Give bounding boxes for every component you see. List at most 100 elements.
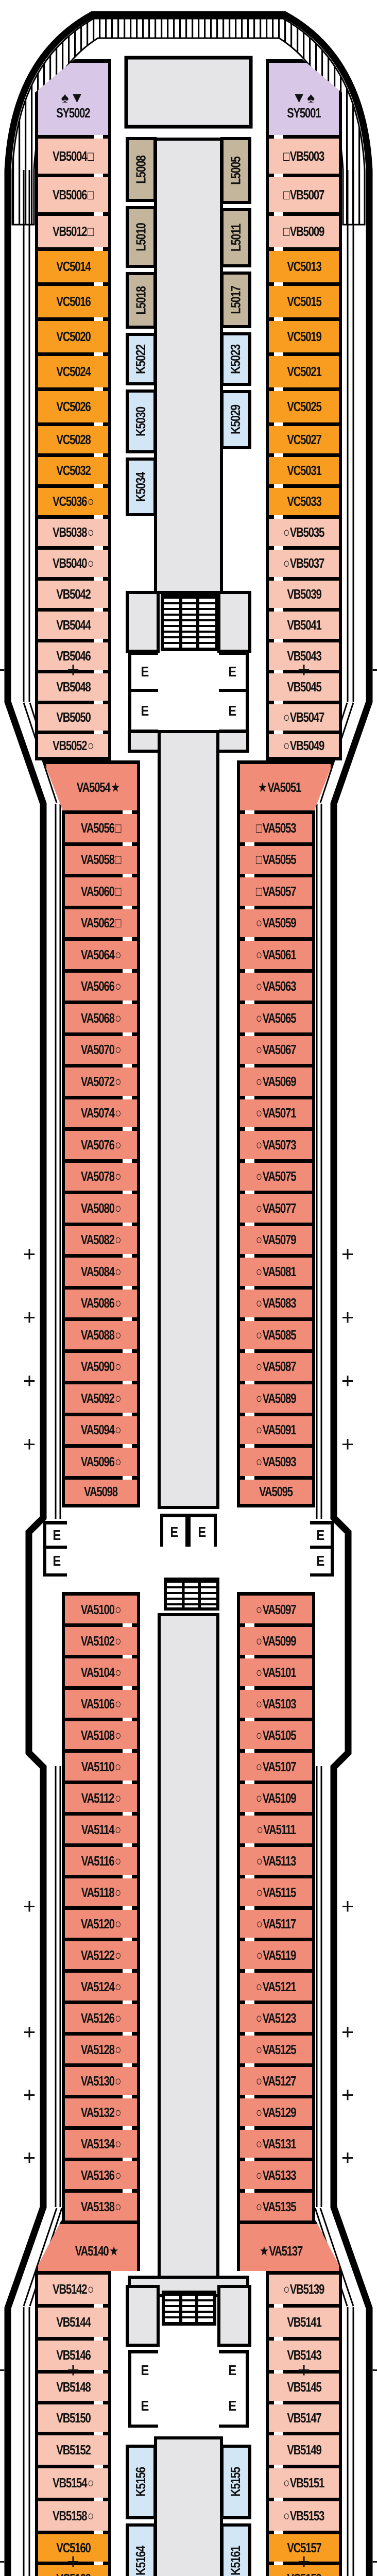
cabin-label-text: VA5066	[81, 978, 115, 994]
connecting-rooms-symbol: +	[23, 1894, 36, 1918]
cabin-label: VB5141	[287, 2314, 321, 2330]
cabin-l5017: L5017	[220, 272, 251, 328]
cabin-label: VA5084○	[81, 1264, 122, 1280]
connecting-rooms-symbol: +	[341, 2082, 354, 2107]
cabin-label: VC5015	[287, 294, 321, 310]
cabin-label-text: VB5154	[53, 2475, 88, 2490]
cabin-va5127: ○VA5127	[237, 2063, 315, 2095]
cabin-label: VB5042	[56, 586, 91, 602]
door-gap	[94, 282, 103, 286]
cabin-label: VB5147	[287, 2410, 321, 2426]
door-gap	[123, 1444, 132, 1448]
cabin-symbol: ○	[256, 1073, 262, 1089]
cabin-symbol: ○	[256, 1390, 262, 1406]
cabin-vb5153: ○VB5153	[266, 2498, 342, 2531]
cabin-k5161: K5161	[220, 2523, 251, 2576]
door-gap	[245, 2126, 254, 2130]
cabin-label-text: K5164	[133, 2546, 149, 2575]
cabin-symbol: ○	[88, 494, 94, 509]
connecting-rooms-symbol: +	[297, 657, 311, 682]
cabin-symbol: ○	[88, 737, 94, 753]
cabin-label: ○VA5089	[256, 1390, 297, 1406]
connecting-rooms-symbol: +	[372, 659, 377, 681]
cabin-label-text: VA5068	[81, 1010, 115, 1026]
cabin-label: VB5150	[56, 2410, 91, 2426]
door-gap	[94, 2562, 103, 2565]
door-gap	[245, 1032, 254, 1036]
cabin-symbol: ○	[115, 2041, 122, 2057]
cabin-vb5142: VB5142○	[35, 2271, 111, 2304]
cabin-label: VB5039	[287, 586, 321, 602]
cabin-label: VB5148	[56, 2379, 91, 2395]
cabin-label-text: VA5130	[81, 2073, 115, 2089]
cabin-label-text: VA5080	[81, 1200, 115, 1216]
cabin-label: VA5086○	[81, 1295, 122, 1311]
door-gap	[274, 212, 283, 216]
cabin-label-text: VB5147	[286, 2410, 321, 2426]
cabin-label-text: VA5104	[81, 1664, 115, 1680]
cabin-label-text: VB5151	[290, 2475, 324, 2490]
door-gap	[94, 701, 103, 704]
cabin-symbol: ○	[256, 1327, 262, 1343]
door-gap	[245, 1843, 254, 1847]
cabin-vc5025: VC5025	[266, 387, 342, 422]
cabin-symbol: ○	[115, 1633, 122, 1649]
cabin-symbol: ○	[115, 2198, 122, 2214]
cabin-va5059: ○VA5059	[237, 905, 315, 937]
cabin-va5102: VA5102○	[62, 1623, 140, 1655]
cabin-label-text: VC5014	[56, 259, 91, 274]
cabin-vb5006: VB5006□	[35, 174, 111, 212]
cabin-label-text: K5034	[133, 472, 149, 502]
cabin-l5005: L5005	[220, 137, 251, 204]
cabin-label: VC5021	[287, 364, 321, 380]
cabin-label: VB5142○	[53, 2281, 94, 2297]
cabin-symbol: ○	[256, 2104, 262, 2120]
cabin-va5107: ○VA5107	[237, 1749, 315, 1781]
door-gap	[94, 670, 103, 673]
cabin-label-text: VB5143	[286, 2347, 321, 2363]
door-gap	[245, 2063, 254, 2067]
cabin-label-text: VA5067	[262, 1042, 297, 1058]
cabin-symbol: ○	[115, 1168, 122, 1184]
cabin-va5079: ○VA5079	[237, 1222, 315, 1254]
cabin-va5138: VA5138○	[62, 2189, 140, 2221]
cabin-va5109: ○VA5109	[237, 1781, 315, 1812]
cabin-label: VC5027	[287, 432, 321, 448]
door-gap	[245, 1718, 254, 1721]
cabin-symbol: ○	[256, 1200, 262, 1216]
cabin-label-text: VB5153	[290, 2508, 324, 2523]
cabin-va5110: VA5110○	[62, 1749, 140, 1781]
cabin-label-text: VA5108	[81, 1727, 115, 1743]
cabin-label-text: VB5046	[56, 648, 91, 664]
cabin-label-text: VA5099	[262, 1633, 297, 1649]
cabin-va5089: ○VA5089	[237, 1381, 315, 1413]
cabin-va5090: VA5090○	[62, 1349, 140, 1381]
cabin-va5086: VA5086○	[62, 1285, 140, 1317]
cabin-label: K5034	[133, 472, 149, 502]
cabin-label-text: VA5124	[81, 1978, 115, 1994]
cabin-vc5036: VC5036○	[35, 484, 111, 515]
cabin-label-text: VA5065	[262, 1010, 297, 1026]
cabin-label: VB5158○	[53, 2508, 94, 2524]
door-gap	[94, 731, 103, 734]
cabin-symbol: □	[88, 224, 94, 239]
cabin-symbol: □	[115, 915, 122, 931]
cabin-label-text: VA5082	[81, 1232, 115, 1248]
cabin-vb5041: VB5041	[266, 608, 342, 639]
cabin-va5053: □VA5053	[237, 810, 315, 842]
connecting-rooms-symbol: +	[23, 2145, 36, 2170]
cabin-label-text: VB5148	[56, 2379, 91, 2395]
cabin-va5120: VA5120○	[62, 1906, 140, 1938]
cabin-label: VC5013	[287, 259, 321, 275]
door-gap	[274, 608, 283, 612]
cabin-label: ○VB5139	[284, 2281, 325, 2297]
cabin-va5075: ○VA5075	[237, 1159, 315, 1191]
cabin-symbol: □	[256, 852, 262, 868]
cabin-va5129: ○VA5129	[237, 2095, 315, 2126]
cabin-label-text: VA5111	[263, 1821, 296, 1837]
cabin-label: VC5031	[287, 463, 321, 479]
cabin-label-text: VA5060	[81, 883, 115, 899]
cabin-symbol: ○	[115, 1821, 121, 1837]
door-gap	[245, 2189, 254, 2193]
